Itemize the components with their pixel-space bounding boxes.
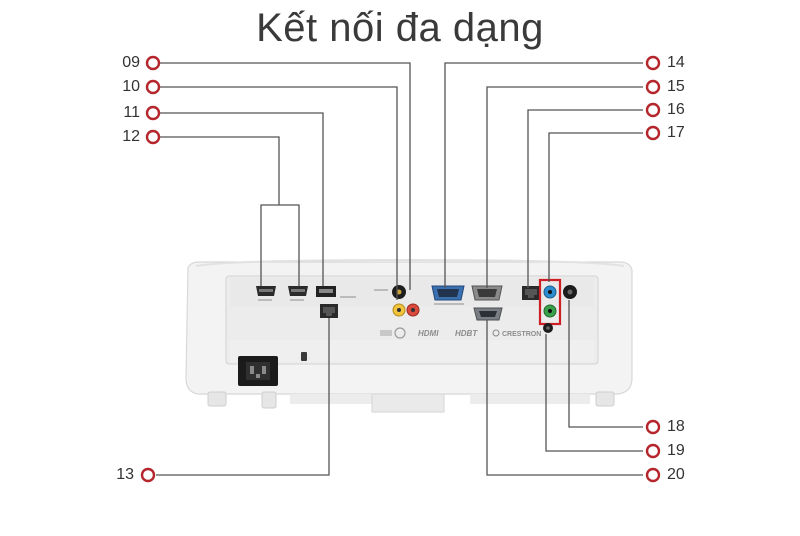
- label-15: 15: [667, 78, 685, 95]
- marker-11: [145, 105, 161, 121]
- leader-20: [486, 320, 643, 476]
- leader-12-bracket: [260, 204, 300, 286]
- label-11: 11: [123, 104, 140, 121]
- vga-out-port: [471, 285, 503, 301]
- marker-13: [140, 467, 156, 483]
- marker-15: [645, 79, 661, 95]
- foot-left-2: [261, 391, 277, 409]
- marker-16: [645, 102, 661, 118]
- leader-10: [160, 86, 398, 300]
- marker-12: [145, 129, 161, 145]
- label-09: 09: [122, 54, 140, 71]
- leader-15: [486, 86, 643, 288]
- label-18: 18: [667, 418, 685, 435]
- leader-19: [545, 334, 643, 452]
- kensington-lock-slot: [301, 352, 307, 361]
- label-14: 14: [667, 54, 685, 71]
- certification-logo: [394, 327, 406, 339]
- leader-09: [160, 62, 411, 290]
- label-10: 10: [122, 78, 140, 95]
- leader-11: [160, 112, 324, 286]
- marker-20: [645, 467, 661, 483]
- marker-17: [645, 125, 661, 141]
- leader-lines: [156, 62, 643, 476]
- service-port: [543, 323, 553, 333]
- audio-out-jack: [543, 304, 557, 318]
- label-20: 20: [667, 466, 685, 483]
- crestron-logo: CRESTRON: [502, 331, 541, 338]
- leader-12: [160, 136, 280, 205]
- label-17: 17: [667, 124, 685, 141]
- hdmi-logo: HDMI: [418, 329, 439, 338]
- usb-power-port: [316, 286, 336, 297]
- rs232-port: [473, 307, 503, 321]
- audio-r-rca: [406, 303, 420, 317]
- marker-10: [145, 79, 161, 95]
- label-13: 13: [116, 466, 134, 483]
- marker-18: [645, 419, 661, 435]
- vga-in-port: [431, 285, 465, 301]
- leader-17: [548, 132, 643, 282]
- audio-l-rca: [392, 303, 406, 317]
- label-12: 12: [122, 128, 140, 145]
- hdbaset-logo: HDBT: [455, 329, 478, 338]
- label-19: 19: [667, 442, 685, 459]
- marker-09: [145, 55, 161, 71]
- audio-in-jack: [543, 285, 557, 299]
- page-title: Kết nối đa dạng: [256, 6, 544, 50]
- leader-18: [568, 300, 643, 428]
- label-16: 16: [667, 101, 685, 118]
- foot-right: [595, 391, 615, 407]
- trigger-12v-jack: [563, 285, 577, 299]
- projector-body: HDMI HDBT CRESTRON: [185, 258, 633, 413]
- leader-14: [444, 62, 643, 288]
- callout-markers: [140, 55, 661, 483]
- center-stand: [371, 393, 445, 413]
- hdmi-port-2: [288, 286, 308, 296]
- hdbaset-rj45-port: [320, 304, 338, 318]
- leader-13: [156, 318, 330, 476]
- video-in-rca: [392, 285, 406, 299]
- hdmi-port-1: [256, 286, 276, 296]
- marker-19: [645, 443, 661, 459]
- leader-16: [527, 109, 643, 288]
- foot-left: [207, 391, 227, 407]
- lan-rj45-port: [522, 286, 540, 300]
- marker-14: [645, 55, 661, 71]
